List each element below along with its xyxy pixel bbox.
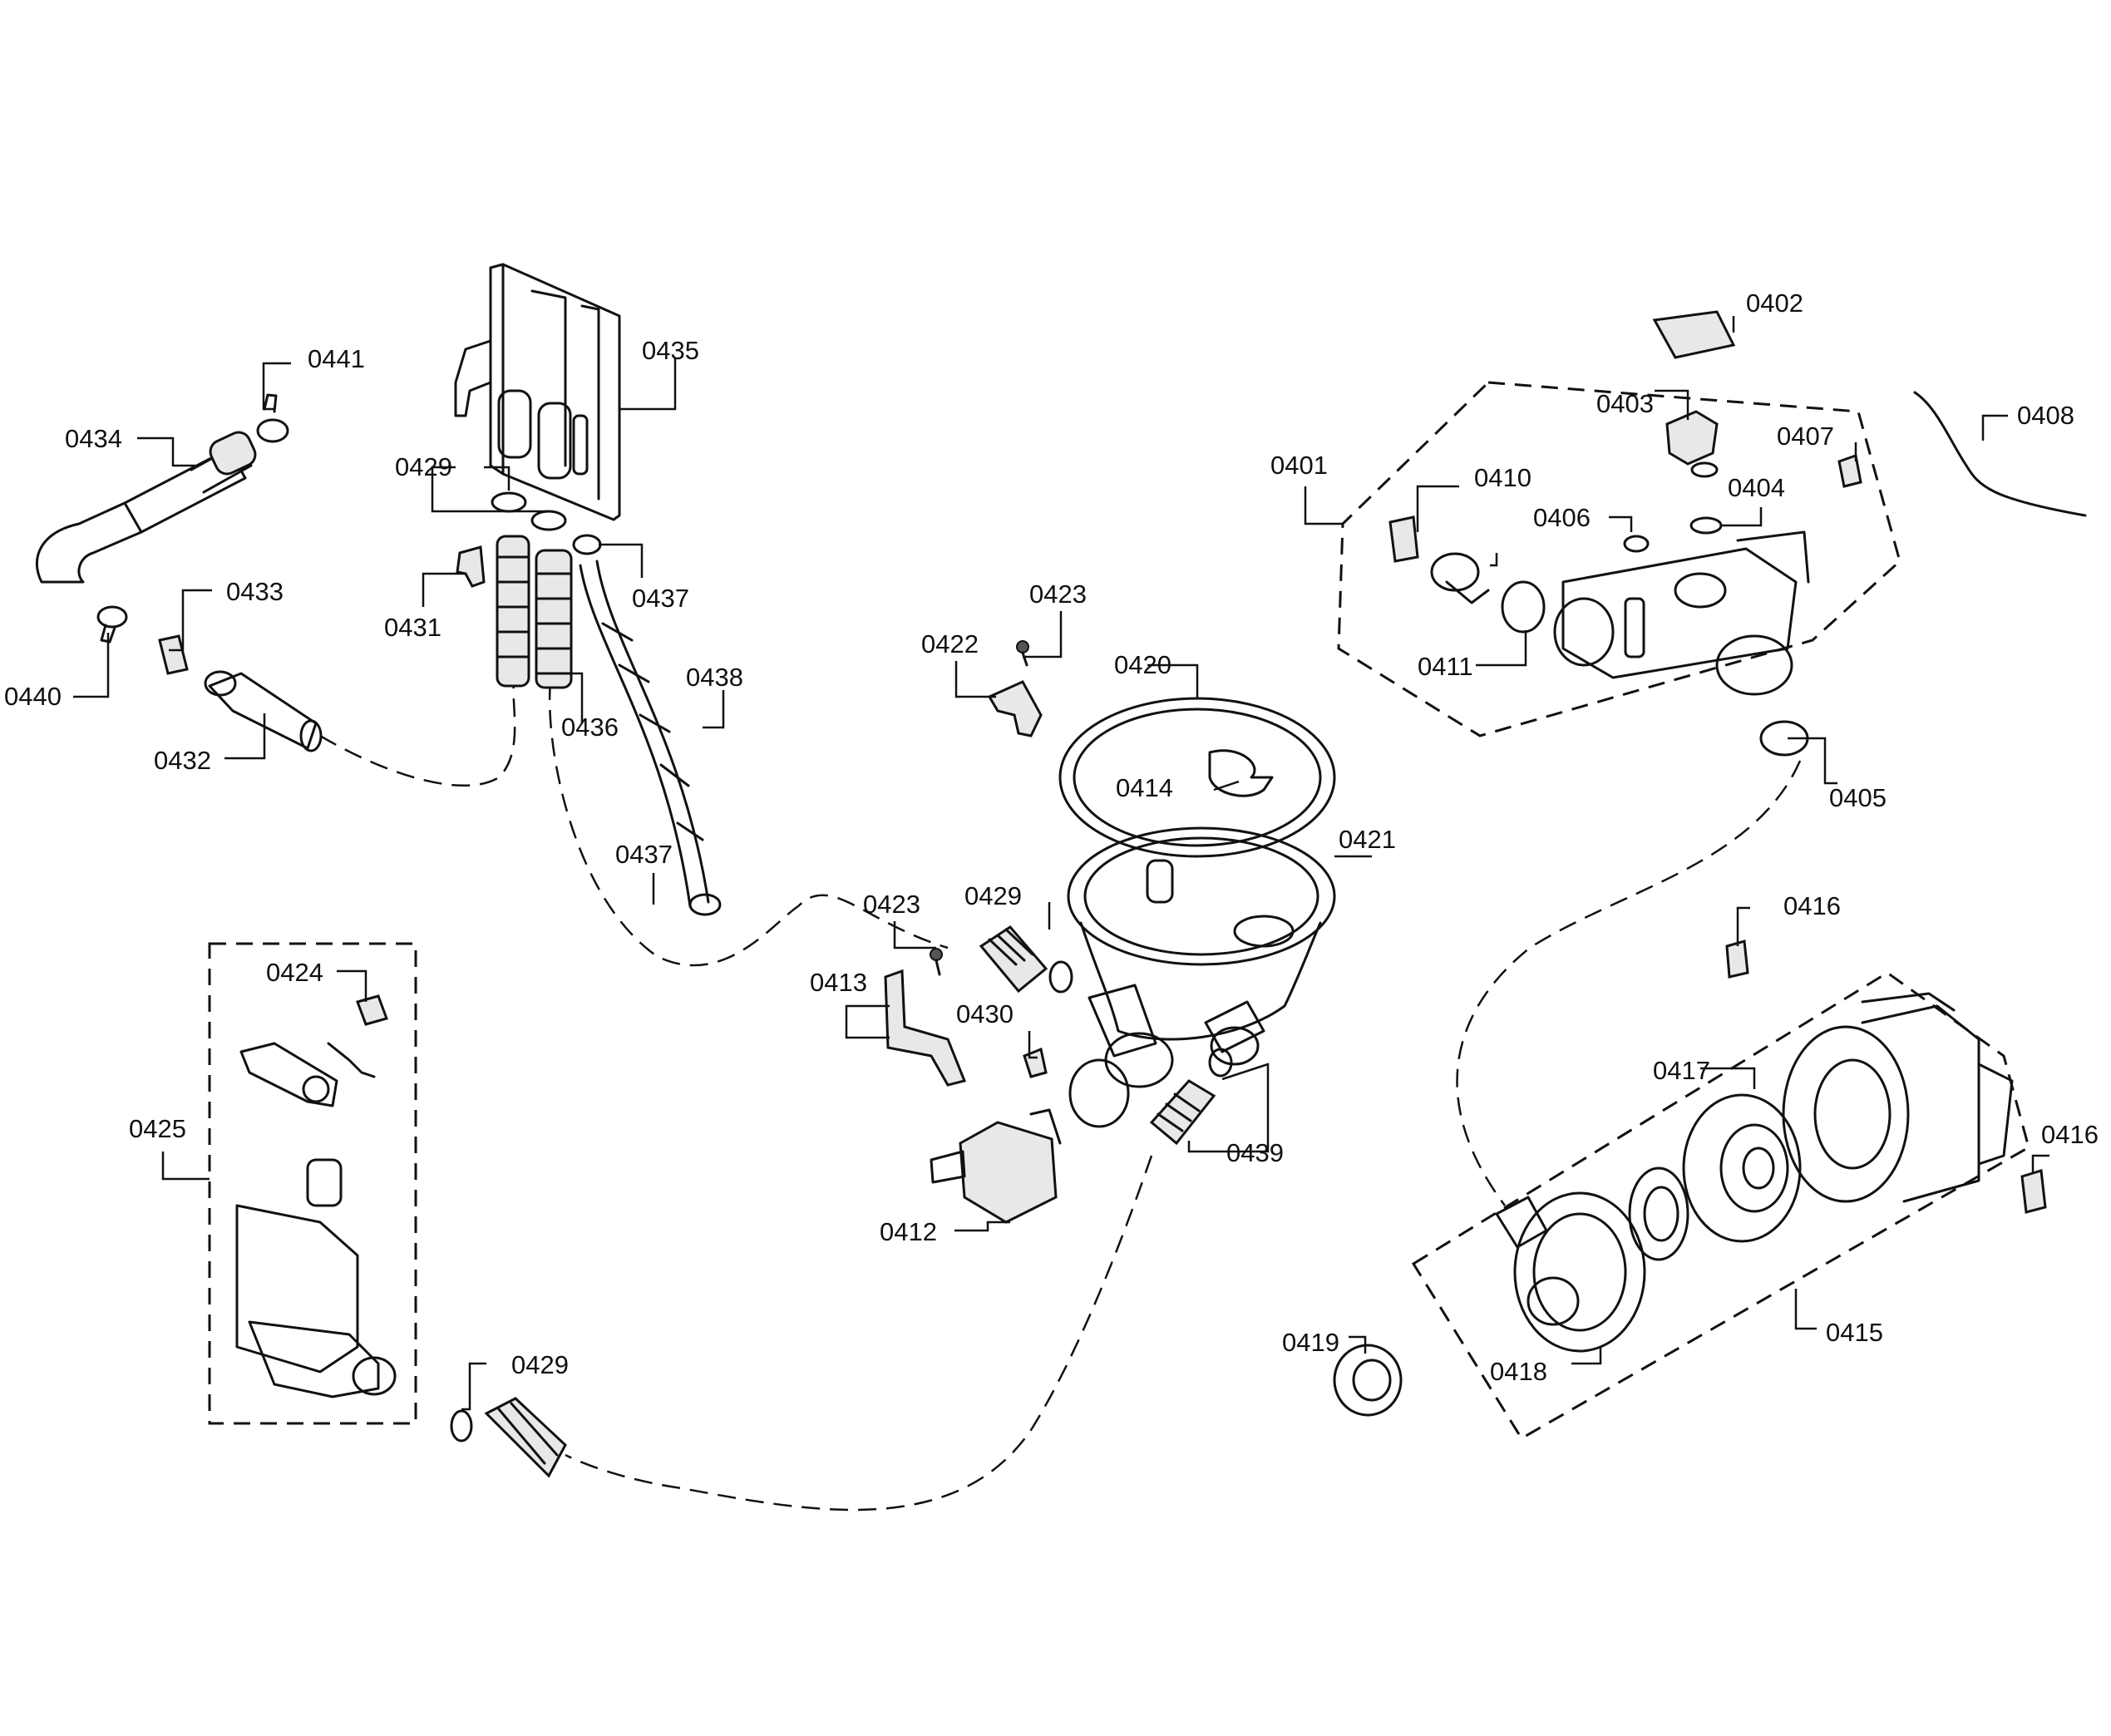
sump-0421 xyxy=(1067,826,1336,1088)
clip-0416-b xyxy=(2020,1169,2047,1214)
o-ring-0406 xyxy=(1623,535,1650,553)
heater-0417 xyxy=(1682,1093,1802,1243)
lever-0425 xyxy=(239,1042,338,1107)
spring-wire-0424 xyxy=(327,1042,376,1078)
o-ring-0404 xyxy=(1689,516,1723,535)
label-0412: 0412 xyxy=(880,1217,937,1246)
label-0423-top: 0423 xyxy=(1029,579,1087,609)
label-0435: 0435 xyxy=(642,336,699,365)
group-outline-0401 xyxy=(1337,381,1901,737)
group-outline-0425 xyxy=(208,942,417,1425)
impeller-0417 xyxy=(1628,1166,1689,1261)
label-0432: 0432 xyxy=(154,746,211,775)
label-0419: 0419 xyxy=(1282,1328,1339,1357)
screw-0423-top xyxy=(1016,640,1029,667)
bracket-0431 xyxy=(456,545,486,588)
float-0425 xyxy=(306,1158,343,1207)
drain-pump-0412 xyxy=(930,1108,1062,1224)
gasket-0420 xyxy=(1058,697,1336,858)
clip-0424 xyxy=(356,994,388,1026)
leader-lines xyxy=(73,316,2049,1411)
hose-clamp-0437-top xyxy=(572,534,602,555)
label-0405: 0405 xyxy=(1829,783,1887,812)
connector-hose-0429-mid xyxy=(979,925,1048,994)
label-0429-low: 0429 xyxy=(511,1350,569,1379)
label-0434: 0434 xyxy=(65,424,122,453)
o-ring-0429-top-a xyxy=(491,491,527,513)
clip-0416-a xyxy=(1725,940,1749,979)
label-0436: 0436 xyxy=(561,713,619,742)
corrugated-hose-0439 xyxy=(1149,1079,1216,1146)
label-0429-mid: 0429 xyxy=(964,881,1022,910)
o-ring-0430-large xyxy=(1068,1058,1130,1128)
hose-clip-0433 xyxy=(158,634,189,675)
hose-clamp-0441 xyxy=(256,393,289,443)
manifold-0401 xyxy=(1553,530,1810,696)
label-0410: 0410 xyxy=(1474,463,1531,492)
label-0441: 0441 xyxy=(308,344,365,373)
gasket-0420-inner xyxy=(1073,708,1322,847)
label-0403: 0403 xyxy=(1596,389,1654,418)
corrugated-hose-0429-low xyxy=(484,1397,567,1478)
label-0433: 0433 xyxy=(226,577,284,606)
hose-routing-lines xyxy=(319,681,1802,1512)
label-0425: 0425 xyxy=(129,1114,186,1143)
bracket-0422 xyxy=(987,680,1043,737)
label-0416-a: 0416 xyxy=(1783,891,1841,920)
label-0415: 0415 xyxy=(1826,1318,1883,1347)
label-0402: 0402 xyxy=(1746,289,1803,318)
label-0421: 0421 xyxy=(1339,825,1396,854)
label-0408: 0408 xyxy=(2017,401,2074,430)
label-0431: 0431 xyxy=(384,613,441,642)
drain-hose-0434 xyxy=(35,431,257,584)
o-ring-0429-mid xyxy=(1048,960,1073,994)
label-0404: 0404 xyxy=(1728,473,1785,502)
pump-housing-0418 xyxy=(1495,1191,1646,1353)
screw-0423-mid xyxy=(930,948,943,976)
o-ring-0411 xyxy=(1501,580,1546,634)
hose-0438 xyxy=(579,560,710,908)
valve-0410 xyxy=(1388,515,1490,604)
sensor-0403 xyxy=(1665,410,1719,478)
motor-0415 xyxy=(1782,992,2014,1203)
wire-0408 xyxy=(1913,391,2087,517)
corrugated-hose-pair-0436 xyxy=(496,535,573,689)
label-0411: 0411 xyxy=(1418,652,1473,681)
label-0424: 0424 xyxy=(266,958,323,987)
label-0430: 0430 xyxy=(956,999,1014,1028)
o-ring-0429-top-b xyxy=(530,510,567,531)
label-0416-b: 0416 xyxy=(2041,1120,2099,1149)
o-ring-0439 xyxy=(1208,1048,1233,1078)
softener-body-0425 xyxy=(235,1204,397,1398)
label-0418: 0418 xyxy=(1490,1357,1547,1386)
clip-0430 xyxy=(1023,1047,1048,1078)
bracket-0413 xyxy=(884,969,967,1087)
seal-0419 xyxy=(1333,1344,1403,1417)
label-0413: 0413 xyxy=(810,968,867,997)
cover-0402 xyxy=(1652,310,1736,359)
label-0406: 0406 xyxy=(1533,503,1591,532)
hose-clamp-0440 xyxy=(96,605,128,644)
hose-clamp-0437-bottom xyxy=(688,893,722,916)
hose-connector-0432 xyxy=(204,670,323,752)
part-labels: 0401 0402 0403 0404 0405 0406 0407 0408 … xyxy=(4,289,2099,1386)
label-0417: 0417 xyxy=(1653,1056,1710,1085)
label-0437-bottom: 0437 xyxy=(615,840,673,869)
label-0439: 0439 xyxy=(1226,1138,1284,1167)
label-0440: 0440 xyxy=(4,682,62,711)
group-outline-0415 xyxy=(1411,971,2030,1441)
air-break-0435 xyxy=(454,263,621,521)
label-0423-mid: 0423 xyxy=(863,890,920,919)
label-0407: 0407 xyxy=(1777,422,1834,451)
label-0438: 0438 xyxy=(686,663,743,692)
label-0414: 0414 xyxy=(1116,773,1173,802)
label-0420: 0420 xyxy=(1114,650,1171,679)
label-0401: 0401 xyxy=(1270,451,1328,480)
label-0422: 0422 xyxy=(921,629,979,658)
label-0437-top: 0437 xyxy=(632,584,689,613)
clip-0407 xyxy=(1837,454,1862,488)
label-0429-top: 0429 xyxy=(395,452,452,481)
o-ring-0429-low xyxy=(450,1409,473,1443)
